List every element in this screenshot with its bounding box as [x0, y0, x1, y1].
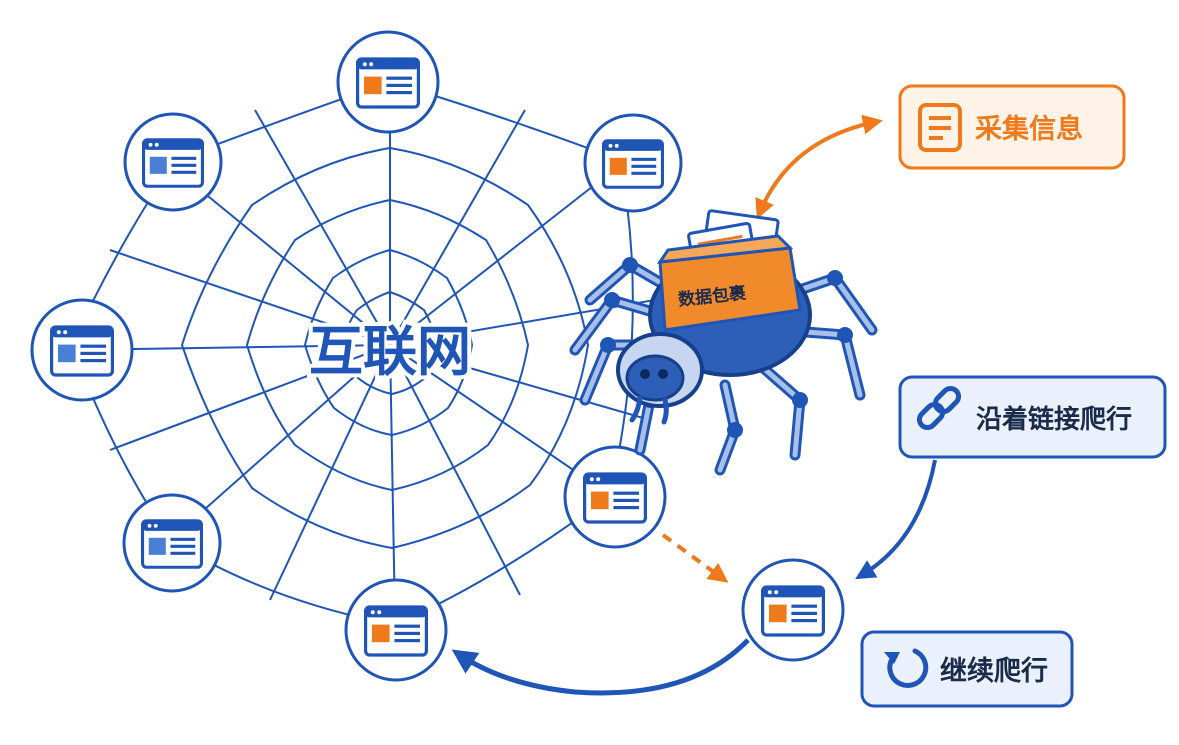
webpage-node-top	[336, 30, 440, 134]
callout-follow-link: 沿着链接爬行	[898, 375, 1167, 459]
follow-link-arrow	[855, 459, 937, 580]
webpage-icon	[50, 325, 114, 377]
callout-collect-info: 采集信息	[898, 84, 1126, 170]
link-icon	[916, 385, 962, 431]
webpage-icon	[364, 605, 428, 657]
webpage-icon	[356, 57, 420, 109]
webpage-node-left	[30, 298, 134, 402]
dashed-link-arrow	[661, 533, 729, 583]
center-label: 互联网	[309, 320, 471, 383]
collect-arrow	[755, 114, 883, 220]
callout-continue-crawl: 继续爬行	[860, 630, 1074, 708]
webpage-icon	[141, 519, 203, 569]
webpage-icon	[761, 585, 825, 637]
callout-follow-label: 沿着链接爬行	[976, 404, 1132, 435]
webpage-icon	[142, 138, 204, 188]
webpage-icon	[583, 472, 647, 524]
document-icon	[918, 103, 962, 152]
webpage-node-upper-right	[583, 113, 683, 213]
continue-crawl-arrow	[451, 638, 750, 696]
webpage-node-bottom	[344, 578, 448, 682]
webpage-node-outside	[741, 558, 845, 662]
webpage-node-lower-right	[563, 445, 667, 549]
callout-collect-label: 采集信息	[975, 113, 1083, 145]
webpage-node-upper-left	[123, 112, 223, 212]
callout-continue-label: 继续爬行	[940, 655, 1048, 687]
data-package-box: 数据包裹	[656, 209, 802, 332]
refresh-icon	[884, 648, 929, 688]
webpage-icon	[602, 139, 664, 189]
webpage-node-lower-left	[122, 493, 222, 593]
